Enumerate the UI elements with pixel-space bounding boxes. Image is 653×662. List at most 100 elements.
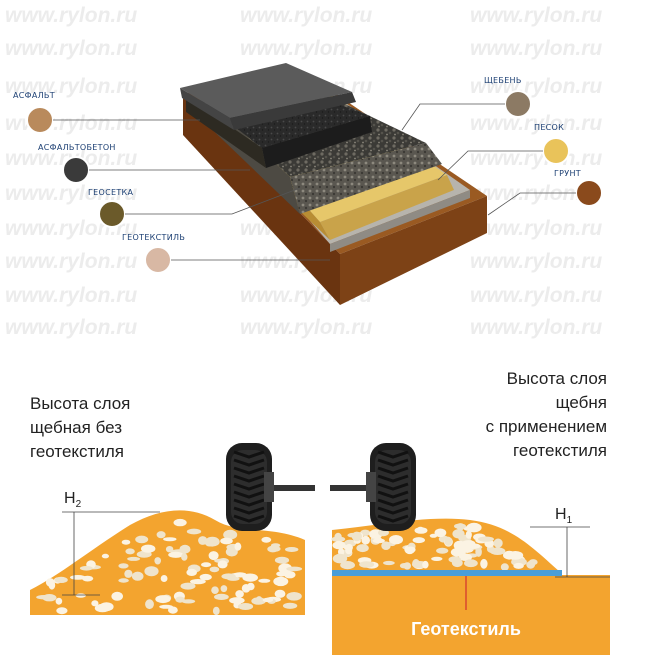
watermark-text: www.rylon.ru [470,4,602,27]
watermark-text: www.rylon.ru [5,75,137,98]
gravel-stone [186,528,202,535]
left-caption-line-3: геотекстиля [30,442,124,461]
gravel-stone [434,528,447,538]
tread-groove [233,498,265,507]
gravel-stone [82,575,94,582]
gravel-stone [274,556,290,564]
tread-groove [233,514,265,523]
layer-block [180,63,487,305]
gravel-stone [173,518,187,527]
tread-groove [377,450,409,459]
gravel-stone [453,540,466,551]
gravel-stone [381,541,391,550]
gravel-stone [237,603,254,610]
right-caption-line-4: геотекстиля [513,441,607,460]
left-caption-line-1: Высота слоя [30,394,130,413]
right-gravel-stones [331,522,538,571]
watermark-text: www.rylon.ru [470,217,602,240]
legend-swatch-geotextile [144,246,172,274]
gravel-stone [361,535,371,545]
watermark-text: www.rylon.ru [5,182,137,205]
gravel-stone [141,544,156,553]
gravel-stone [274,589,286,598]
gravel-stone [160,575,168,582]
geogrid-layer [186,96,266,168]
right-caption-line-1: Высота слоя [507,369,607,388]
gravel-stone [340,561,355,570]
gravel-stone [431,556,443,562]
watermark-text: www.rylon.ru [470,316,602,339]
tread-groove [377,474,409,483]
axle [265,485,315,491]
gravel-stone [405,546,416,553]
gravel-stone [372,538,385,544]
gravel-stone [286,566,303,572]
watermark-text: www.rylon.ru [5,250,137,273]
gravel-stone [356,544,369,553]
gravel-stone [214,593,229,601]
gravel-stone [422,560,429,569]
gravel-stone [234,542,242,551]
watermark-text: www.rylon.ru [240,316,372,339]
tread-groove [377,498,409,507]
gravel-stone [331,536,346,542]
gravel-stone [359,561,375,568]
gravel-stone [56,607,68,615]
gravel-stone [55,597,63,605]
gravel-stone [436,547,449,554]
gravel-stone [464,559,478,568]
gravel-stone [118,578,129,583]
gravel-stone [54,576,68,584]
right-wheel-tread [377,450,409,523]
gravel-stone [273,576,289,587]
gravel-stone [235,590,244,598]
watermark-text: www.rylon.ru [240,37,372,60]
asphalt-layer-side [230,92,356,130]
gravel-stone [154,557,161,565]
gravel-stone [198,536,208,545]
tread-groove [377,514,409,523]
asphalt-layer-top [180,63,352,118]
legend-swatch-soil [575,179,603,207]
gravel-stone [262,597,274,603]
gravel-stone [286,592,302,601]
gravel-stone [284,571,296,579]
right-wheel [366,443,416,531]
legend-swatch-sand [542,137,570,165]
gravel-stone [36,595,53,600]
h1-label: H1 [555,506,573,526]
watermark-text: www.rylon.ru [5,284,137,307]
gravel-stone [101,553,109,559]
leader-line-geogrid [125,187,301,215]
gravel-stone [94,603,111,613]
gravel-stone [125,548,135,555]
gravel-stone [186,568,197,577]
gravel-stone [118,563,129,569]
tread-groove [233,466,265,475]
gravel-stone [209,566,220,573]
gravel-stone [144,566,159,577]
gravel-stone [285,547,299,552]
gravel-stone [127,556,141,561]
gravel-stone [351,531,362,542]
soil-layer-side [340,196,487,305]
gravel-stone [179,544,191,554]
gravel-stone [180,582,196,590]
gravel-stone [267,545,279,553]
gravel-stone [168,551,184,558]
gravel-stone [412,559,420,568]
gravel-stone [261,536,272,543]
right-caption-line-2: щебня [556,393,607,412]
gravel-stone [229,597,245,604]
geotextile-strip [332,570,562,576]
gravel-stone [199,573,212,581]
gravel-stone [258,578,271,583]
leader-line-soil [487,192,576,216]
gravel-stone [190,579,206,585]
left-wheel [226,443,274,531]
gravel-stone [208,551,219,561]
left-panel: H2 [30,490,305,616]
asphalt-layer-front [180,88,234,130]
gravel-stone [478,536,494,542]
